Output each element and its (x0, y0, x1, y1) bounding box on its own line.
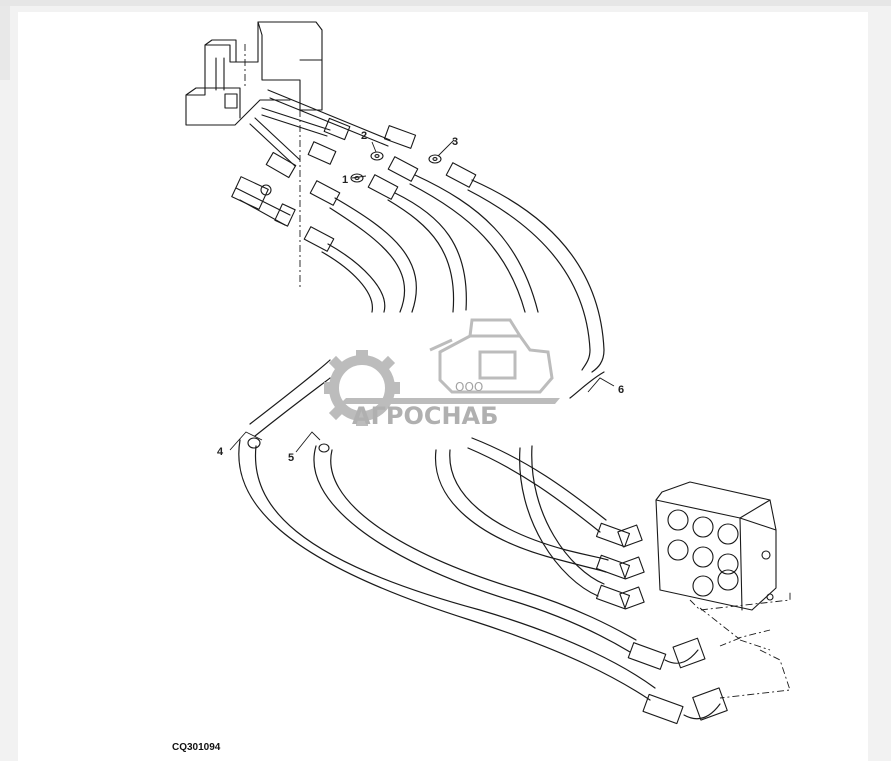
watermark-logo: ООО АГРОСНАБ (324, 318, 560, 430)
gear-teeth (324, 350, 400, 426)
connection-lines (244, 44, 791, 699)
callout-2: 2 (361, 130, 367, 142)
watermark-small: ООО (455, 380, 483, 394)
callout-5: 5 (288, 452, 294, 464)
left-gutter (0, 6, 10, 80)
watermark-name: АГРОСНАБ (352, 402, 498, 430)
lower-hoses (238, 359, 656, 701)
callout-4: 4 (217, 446, 224, 458)
lower-hose-fittings (247, 437, 728, 725)
callout-6: 6 (618, 384, 624, 396)
top-bar (0, 0, 891, 6)
callout-3: 3 (452, 136, 458, 148)
diagram-sheet (18, 12, 868, 761)
figure-id: CQ301094 (172, 742, 221, 753)
callout-1: 1 (342, 174, 348, 186)
mounting-bracket (185, 21, 323, 126)
control-valve-block (655, 481, 777, 611)
washers (350, 151, 442, 183)
pipe-fittings (231, 89, 417, 227)
callout-labels: 1 2 3 4 5 6 (217, 130, 624, 464)
swoosh (340, 398, 560, 404)
callout-leaders (229, 139, 615, 453)
harvester-icon (429, 318, 554, 394)
upper-hoses (321, 174, 605, 373)
